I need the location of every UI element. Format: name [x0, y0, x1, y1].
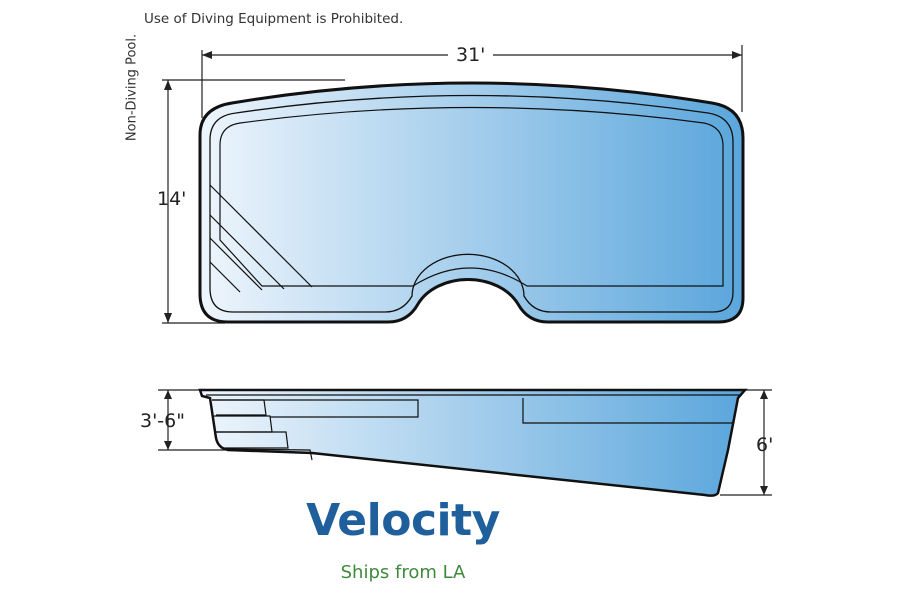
pool-side-view	[198, 388, 748, 497]
deep-depth-label: 6'	[756, 434, 774, 456]
pool-top-inner-floor	[219, 106, 724, 287]
length-label: 31'	[448, 44, 494, 66]
width-label: 14'	[157, 188, 187, 210]
width-dimension-line	[162, 79, 345, 324]
pool-side-outline	[198, 388, 748, 497]
shallow-depth-dimension-line	[158, 389, 225, 451]
prohibited-notice: Use of Diving Equipment is Prohibited.	[144, 11, 404, 27]
model-name: Velocity	[306, 495, 500, 546]
pool-top-view	[198, 81, 745, 324]
entry-steps-top	[209, 184, 313, 293]
non-diving-notice: Non-Diving Pool.	[124, 33, 140, 142]
shallow-depth-label: 3'-6"	[140, 410, 185, 432]
pool-top-inner-ledge	[209, 94, 734, 313]
shipping-location: Ships from LA	[340, 562, 466, 583]
pool-top-outline	[198, 81, 745, 324]
deep-depth-dimension-line	[720, 389, 772, 496]
side-view-ledges	[206, 394, 742, 461]
